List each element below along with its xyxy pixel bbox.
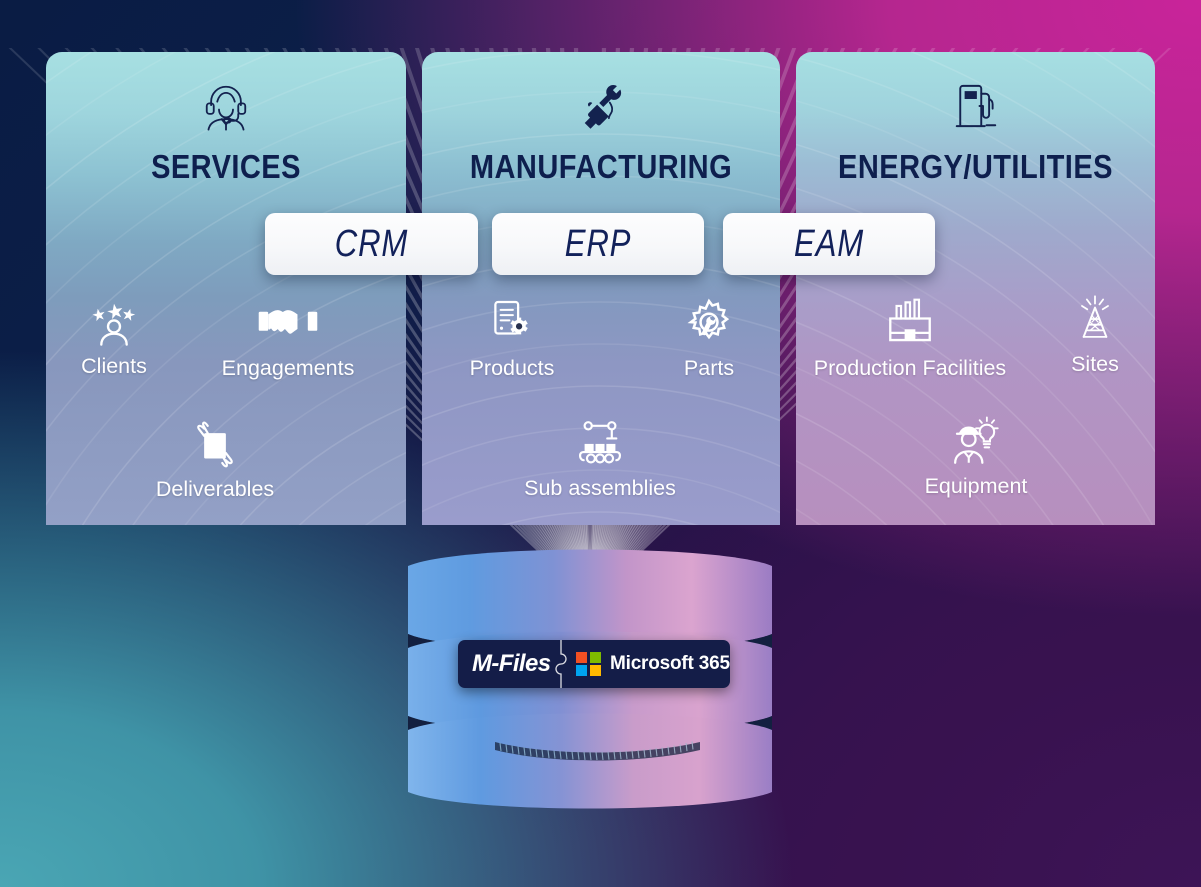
conveyor-robot-icon (516, 412, 684, 474)
card-header: MANUFACTURING (422, 52, 780, 186)
system-pill-eam[interactable]: EAM (723, 213, 935, 275)
entity-label: Equipment (924, 474, 1028, 498)
microsoft-logo-icon (576, 651, 601, 677)
entity-label: Engagements (221, 356, 355, 380)
card-background (46, 52, 406, 525)
entity-products[interactable]: Products (452, 292, 572, 381)
entity-engagements[interactable]: Engagements (218, 292, 358, 381)
entity-label: Sub assemblies (524, 476, 676, 500)
microsoft-365-label: Microsoft 365 (609, 653, 730, 674)
card-title: ENERGY/UTILITIES (838, 148, 1113, 185)
entity-label: Parts (683, 356, 735, 380)
system-pill-label: ERP (564, 222, 632, 265)
card-services: SERVICES (46, 52, 406, 525)
entity-sites[interactable]: Sites (1050, 288, 1140, 377)
card-background (796, 52, 1155, 525)
card-header: ENERGY/UTILITIES (796, 52, 1155, 186)
entity-deliverables[interactable]: Deliverables (145, 413, 285, 502)
engineer-bulb-icon (916, 410, 1036, 472)
system-pill-label: CRM (334, 222, 409, 265)
entity-clients[interactable]: Clients (54, 290, 174, 379)
entity-parts[interactable]: Parts (662, 292, 756, 381)
card-title: MANUFACTURING (469, 148, 733, 185)
system-pill-erp[interactable]: ERP (492, 213, 704, 275)
hand-wrench-icon (422, 74, 780, 138)
document-gear-icon (452, 292, 572, 354)
entity-label: Sites (1071, 352, 1119, 376)
factory-icon (800, 292, 1020, 354)
m-files-logo: M-Files (472, 650, 551, 677)
card-title: SERVICES (151, 148, 301, 185)
entity-equipment[interactable]: Equipment (916, 410, 1036, 499)
system-pill-crm[interactable]: CRM (265, 213, 478, 275)
entity-sub-assemblies[interactable]: Sub assemblies (516, 412, 684, 501)
client-rating-icon (54, 290, 174, 352)
entity-label: Clients (81, 354, 147, 378)
repository-badge: M-Files Microsoft 365 (458, 640, 730, 688)
card-header: SERVICES (46, 52, 406, 186)
fuel-pump-icon (796, 74, 1155, 138)
transmission-tower-icon (1050, 288, 1140, 350)
handshake-icon (218, 292, 358, 354)
gear-wrench-icon (662, 292, 756, 354)
headset-agent-icon (46, 74, 406, 138)
entity-production-facilities[interactable]: Production Facilities (800, 292, 1020, 381)
puzzle-connector-icon (554, 640, 570, 688)
entity-label: Products (469, 356, 555, 380)
hand-document-icon (145, 413, 285, 475)
system-pill-label: EAM (793, 222, 864, 265)
entity-label: Deliverables (155, 477, 275, 501)
entity-label: Production Facilities (813, 356, 1007, 380)
card-energy-utilities: ENERGY/UTILITIES (796, 52, 1155, 525)
